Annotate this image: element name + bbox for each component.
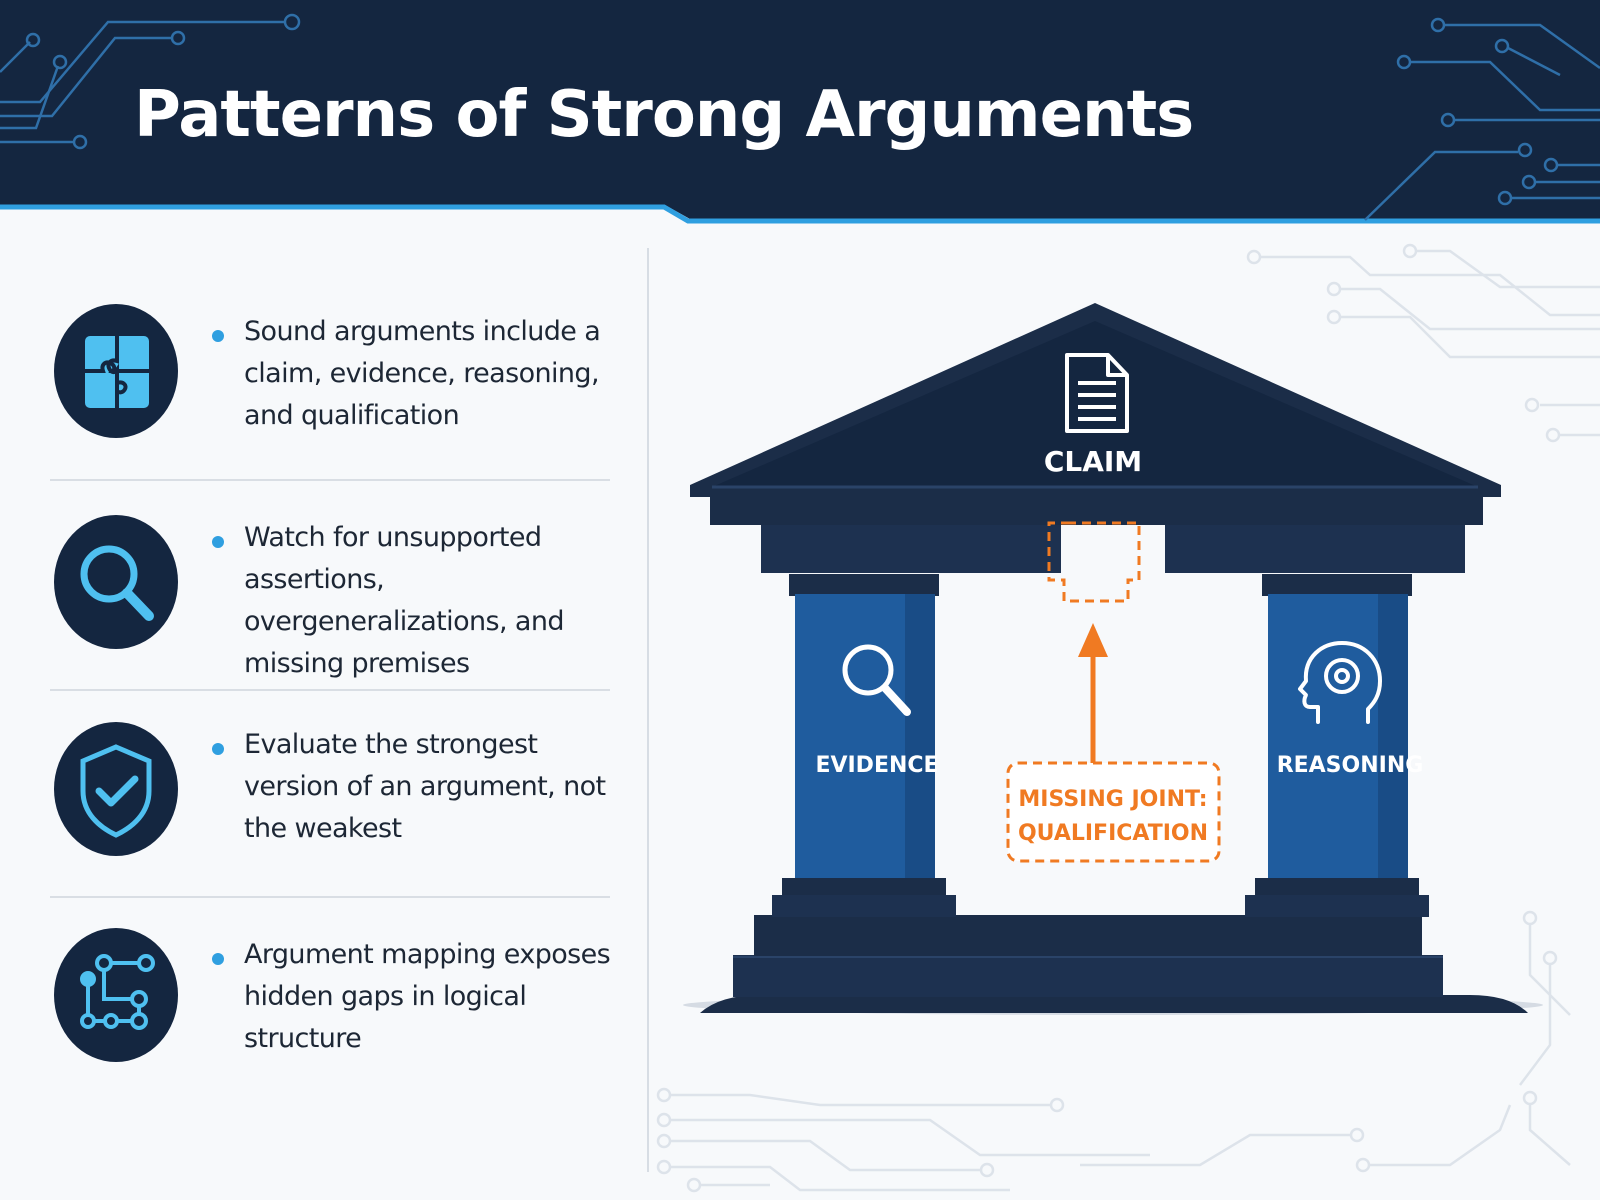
magnifier-icon xyxy=(842,644,911,716)
evidence-label: EVIDENCE xyxy=(815,753,938,778)
separator xyxy=(50,896,610,898)
list-item: Argument mapping exposes hidden gaps in … xyxy=(50,927,611,1107)
missing-joint-box xyxy=(1006,761,1221,863)
circuit-decoration-left xyxy=(0,13,301,150)
separator xyxy=(50,689,610,691)
list-item: Watch for unsupported assertions, overge… xyxy=(50,514,610,694)
magnifier-icon xyxy=(54,515,178,649)
list-item: Evaluate the strongest version of an arg… xyxy=(50,721,610,901)
puzzle-icon xyxy=(54,304,178,438)
reasoning-label: REASONING xyxy=(1277,753,1424,778)
column-divider xyxy=(647,248,649,1172)
bullet xyxy=(212,536,224,548)
bullet xyxy=(212,743,224,755)
shield-check-icon xyxy=(54,722,178,856)
header-background xyxy=(0,0,1600,225)
bullet xyxy=(212,953,224,965)
bullet xyxy=(212,330,224,342)
argument-temple-diagram: CLAIM MISSING JOINT: QUALIFICATION EVIDE… xyxy=(656,243,1600,1193)
missing-label-line2: QUALIFICATION xyxy=(1018,821,1208,846)
point-text: Argument mapping exposes hidden gaps in … xyxy=(244,939,611,1054)
missing-joint-outline xyxy=(1047,521,1141,603)
missing-label-line1: MISSING JOINT: xyxy=(1018,787,1207,812)
head-gear-icon xyxy=(1298,641,1382,724)
list-item: Sound arguments include a claim, evidenc… xyxy=(50,303,610,483)
header-banner: Patterns of Strong Arguments xyxy=(0,0,1600,225)
claim-label: CLAIM xyxy=(1044,445,1142,478)
page-title: Patterns of Strong Arguments xyxy=(134,78,1194,152)
document-icon xyxy=(1065,353,1129,433)
circuit-decoration-right xyxy=(1364,17,1600,221)
circuit-decoration-diagram xyxy=(656,243,1600,1193)
separator xyxy=(50,479,610,481)
point-text: Evaluate the strongest version of an arg… xyxy=(244,729,606,844)
network-map-icon xyxy=(54,928,178,1062)
point-text: Watch for unsupported assertions, overge… xyxy=(244,522,565,679)
point-text: Sound arguments include a claim, evidenc… xyxy=(244,316,601,431)
